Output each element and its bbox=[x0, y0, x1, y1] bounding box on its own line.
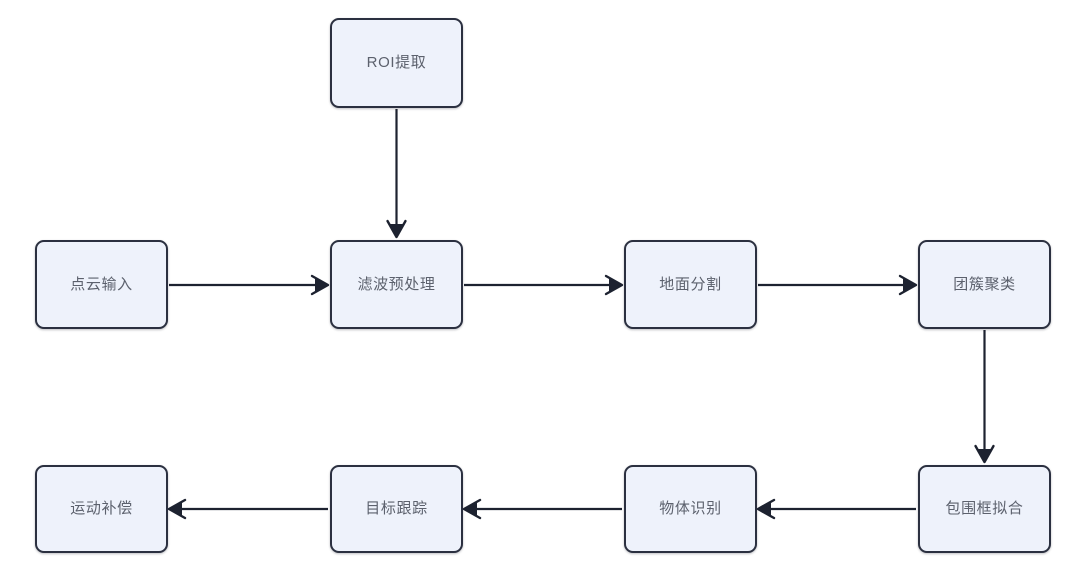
node-cluster[interactable]: 团簇聚类 bbox=[918, 240, 1051, 329]
edge-input-to-filter bbox=[169, 274, 330, 296]
edge-filter-to-ground bbox=[464, 274, 624, 296]
node-cluster-label: 团簇聚类 bbox=[953, 275, 1016, 293]
node-bounding-box-fitting-label: 包围框拟合 bbox=[945, 500, 1024, 517]
node-motion-compensation-label: 运动补偿 bbox=[70, 500, 133, 517]
node-filter-preprocess-label: 滤波预处理 bbox=[357, 275, 436, 293]
edge-track-to-motion bbox=[167, 498, 328, 520]
node-roi[interactable]: ROI提取 bbox=[330, 18, 463, 108]
node-motion-compensation[interactable]: 运动补偿 bbox=[35, 465, 168, 553]
edge-recognize-to-track bbox=[462, 498, 622, 520]
edge-cluster-to-bbox bbox=[974, 330, 995, 464]
node-point-cloud-input-label: 点云输入 bbox=[70, 275, 133, 293]
node-filter-preprocess[interactable]: 滤波预处理 bbox=[330, 240, 463, 329]
edge-bbox-to-recognize bbox=[756, 498, 916, 520]
node-ground-segmentation[interactable]: 地面分割 bbox=[624, 240, 757, 329]
edge-ground-to-cluster bbox=[758, 274, 918, 296]
node-roi-label: ROI提取 bbox=[366, 54, 427, 71]
node-bounding-box-fitting[interactable]: 包围框拟合 bbox=[918, 465, 1051, 553]
node-target-tracking-label: 目标跟踪 bbox=[365, 500, 428, 517]
node-ground-segmentation-label: 地面分割 bbox=[659, 275, 722, 293]
node-target-tracking[interactable]: 目标跟踪 bbox=[330, 465, 463, 553]
node-object-recognition-label: 物体识别 bbox=[659, 500, 722, 517]
node-point-cloud-input[interactable]: 点云输入 bbox=[35, 240, 168, 329]
edge-roi-to-filter bbox=[386, 109, 407, 239]
node-object-recognition[interactable]: 物体识别 bbox=[624, 465, 757, 553]
